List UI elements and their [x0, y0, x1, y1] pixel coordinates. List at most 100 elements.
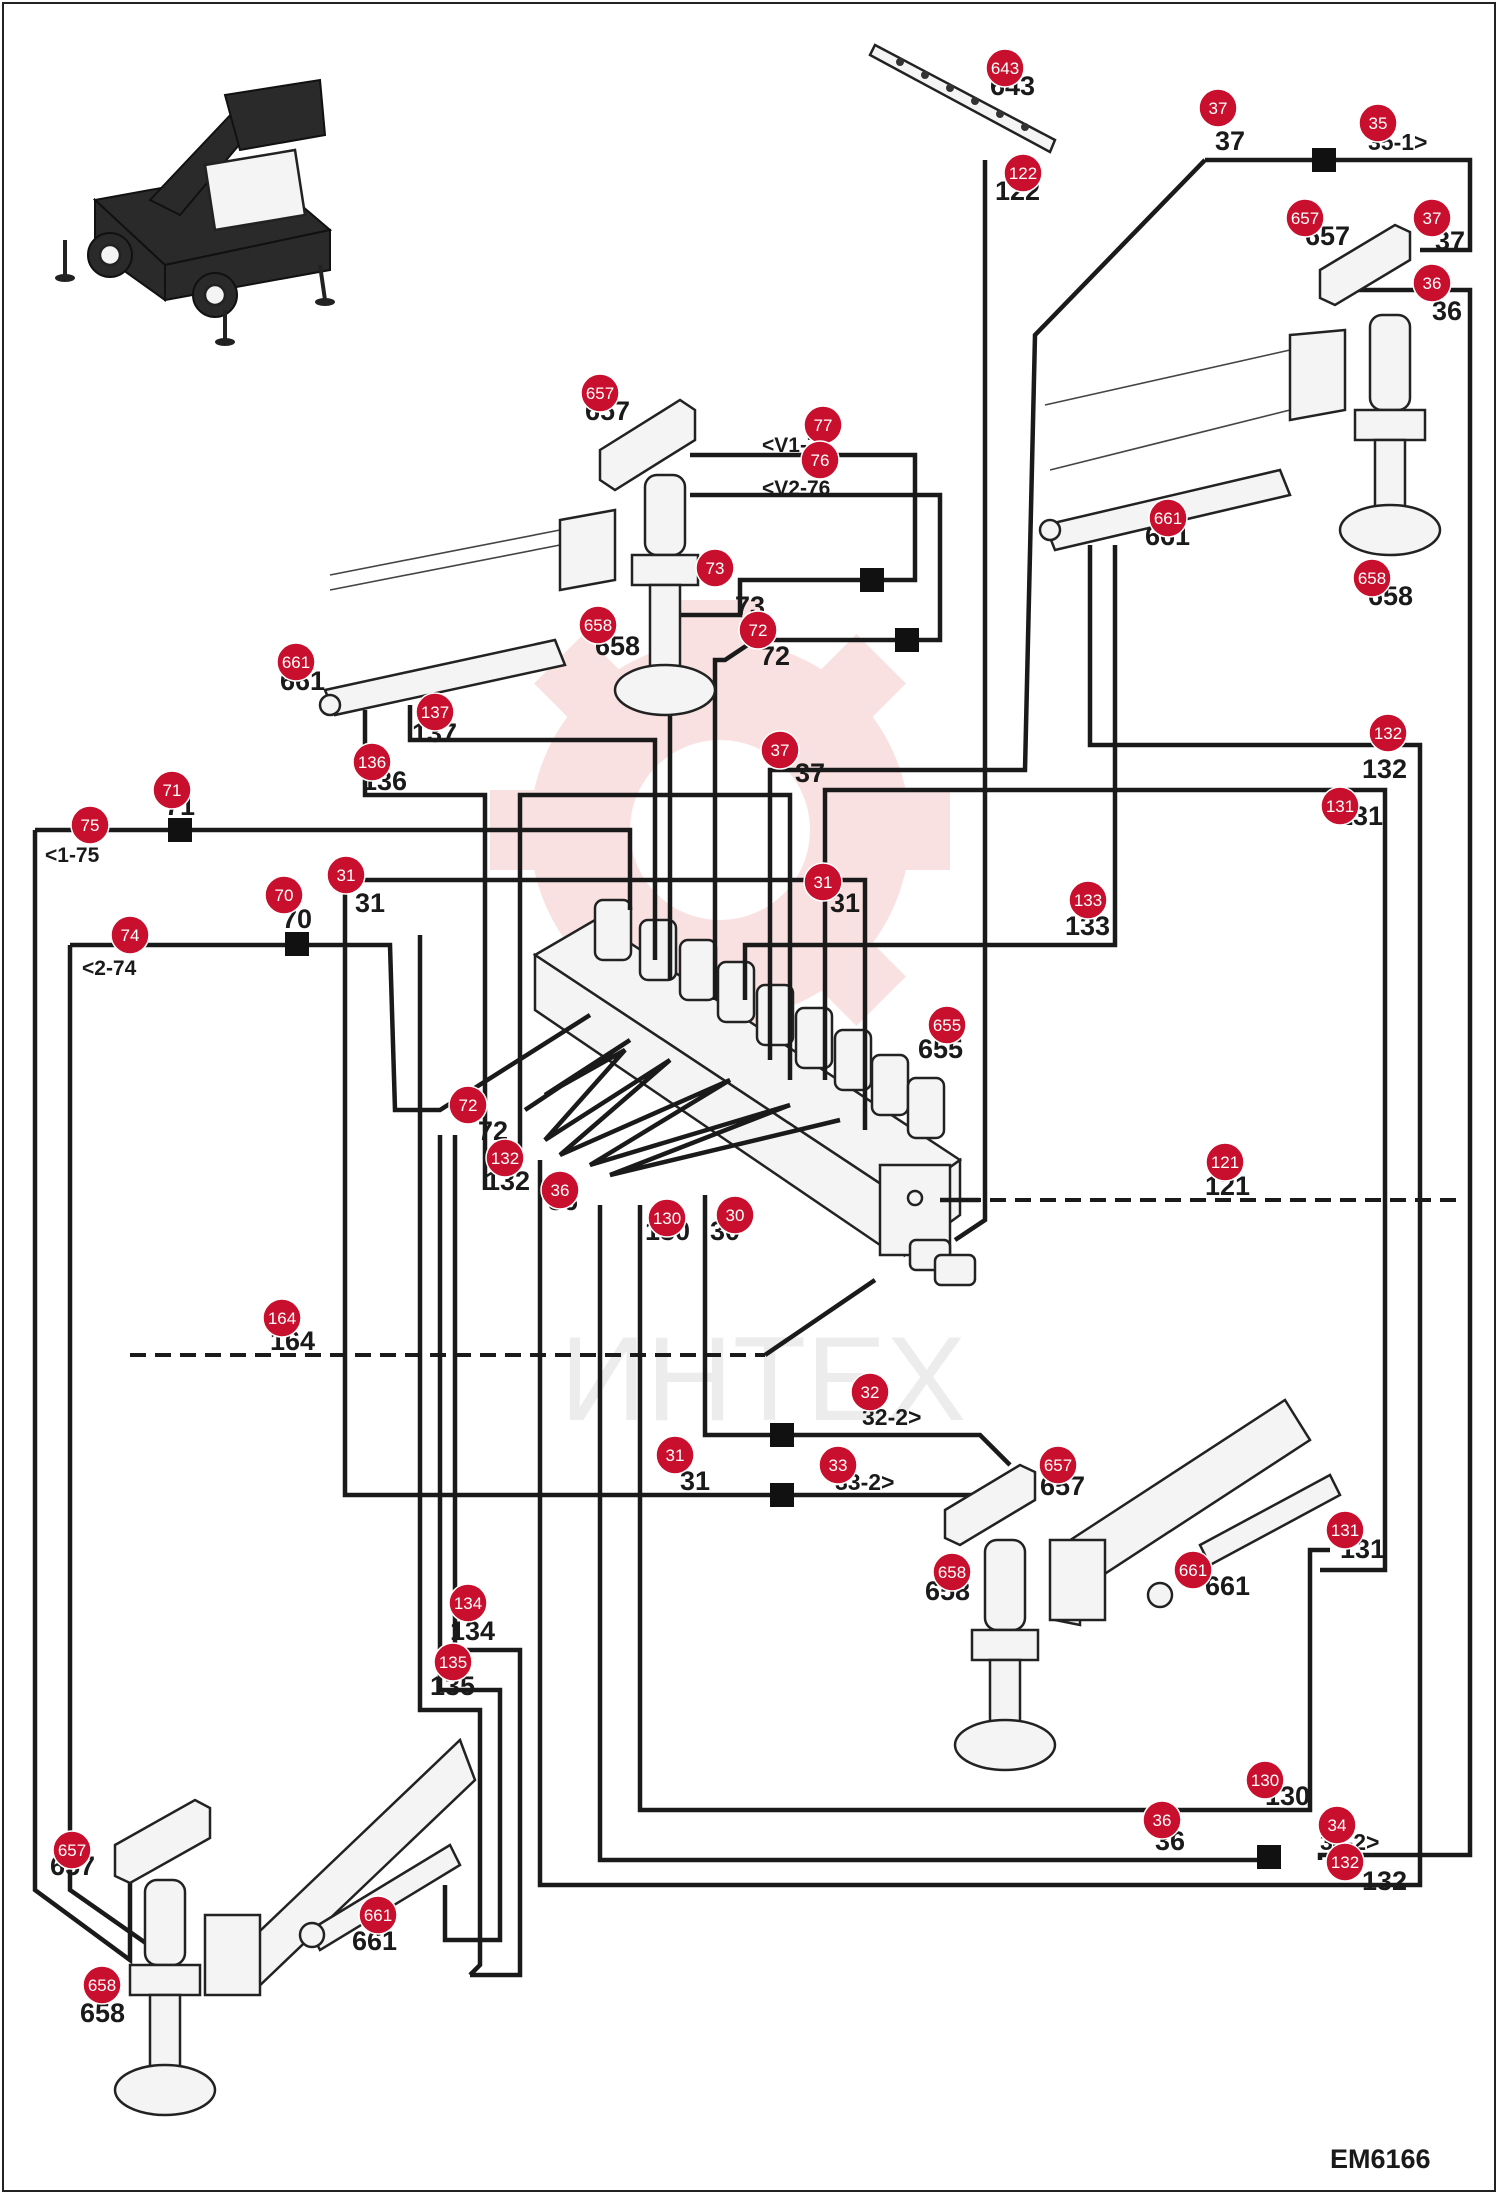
callout-658d[interactable]: 658 — [82, 1965, 122, 2005]
callout-658a[interactable]: 658 — [578, 605, 618, 645]
callout-36c[interactable]: 36 — [1142, 1800, 1182, 1840]
svg-text:661: 661 — [1179, 1561, 1207, 1580]
callout-31c[interactable]: 31 — [655, 1435, 695, 1475]
callout-658b[interactable]: 658 — [1352, 558, 1392, 598]
callout-661b[interactable]: 661 — [276, 642, 316, 682]
check-valve-657-right — [1318, 223, 1412, 307]
svg-text:137: 137 — [421, 703, 449, 722]
hose-75 — [32, 830, 133, 1965]
callout-30[interactable]: 30 — [715, 1195, 755, 1235]
callout-657a[interactable]: 657 — [1285, 198, 1325, 238]
callout-31a[interactable]: 31 — [326, 855, 366, 895]
callout-37b[interactable]: 37 — [1412, 198, 1452, 238]
hose-134b — [452, 1135, 523, 1978]
hose-134 — [437, 1135, 503, 1943]
callout-130a[interactable]: 130 — [647, 1198, 687, 1238]
svg-text:30: 30 — [726, 1206, 745, 1225]
svg-text:36: 36 — [1423, 274, 1442, 293]
callout-37c[interactable]: 37 — [760, 730, 800, 770]
drawing-code: EM6166 — [1330, 2144, 1431, 2174]
svg-text:36: 36 — [551, 1181, 570, 1200]
label-37a: 37 — [1215, 126, 1245, 156]
callout-130b[interactable]: 130 — [1245, 1760, 1285, 1800]
hose-71 — [35, 827, 633, 910]
callout-661c[interactable]: 661 — [1173, 1550, 1213, 1590]
svg-text:32: 32 — [861, 1383, 880, 1402]
outrigger-legs-658 — [113, 313, 1442, 2117]
svg-text:130: 130 — [653, 1209, 681, 1228]
svg-text:657: 657 — [1291, 209, 1319, 228]
label-76: <V2-76 — [762, 477, 830, 500]
callout-661a[interactable]: 661 — [1148, 498, 1188, 538]
svg-text:73: 73 — [706, 559, 725, 578]
hose-130 — [637, 1205, 1330, 1813]
callout-73[interactable]: 73 — [695, 548, 735, 588]
svg-text:37: 37 — [1423, 209, 1442, 228]
callout-131a[interactable]: 131 — [1320, 786, 1360, 826]
callout-131b[interactable]: 131 — [1325, 1510, 1365, 1550]
hose-164 — [763, 1278, 877, 1357]
svg-text:36: 36 — [1153, 1811, 1172, 1830]
callout-72a[interactable]: 72 — [738, 610, 778, 650]
hose-72 — [712, 637, 905, 1000]
svg-text:76: 76 — [811, 451, 830, 470]
callout-136[interactable]: 136 — [352, 742, 392, 782]
svg-text:658: 658 — [88, 1976, 116, 1995]
svg-text:31: 31 — [814, 873, 833, 892]
callout-132c[interactable]: 132 — [1325, 1842, 1365, 1882]
callout-135[interactable]: 135 — [433, 1642, 473, 1682]
callout-77[interactable]: 77 — [803, 405, 843, 445]
callout-36a[interactable]: 36 — [1412, 263, 1452, 303]
callout-655[interactable]: 655 — [927, 1005, 967, 1045]
callout-132a[interactable]: 132 — [1368, 713, 1408, 753]
callout-33[interactable]: 33 — [818, 1445, 858, 1485]
svg-text:661: 661 — [364, 1906, 392, 1925]
svg-text:77: 77 — [814, 416, 833, 435]
svg-text:135: 135 — [439, 1653, 467, 1672]
svg-text:31: 31 — [337, 866, 356, 885]
valve-spools — [593, 898, 946, 1140]
callout-74[interactable]: 74 — [110, 915, 150, 955]
fitting-35 — [1312, 148, 1336, 172]
callout-32[interactable]: 32 — [850, 1372, 890, 1412]
hose-35 — [1205, 157, 1473, 253]
callout-164[interactable]: 164 — [262, 1298, 302, 1338]
outrigger-leg-bottom-right — [953, 1538, 1057, 1772]
callout-34[interactable]: 34 — [1317, 1805, 1357, 1845]
check-valves-657 — [113, 223, 1412, 1885]
callout-657c[interactable]: 657 — [1038, 1445, 1078, 1485]
callout-37a[interactable]: 37 — [1198, 88, 1238, 128]
callout-72b[interactable]: 72 — [448, 1085, 488, 1125]
callout-76[interactable]: 76 — [800, 440, 840, 480]
callout-137[interactable]: 137 — [415, 692, 455, 732]
svg-text:136: 136 — [358, 753, 386, 772]
callout-661d[interactable]: 661 — [358, 1895, 398, 1935]
svg-text:131: 131 — [1326, 797, 1354, 816]
callout-31b[interactable]: 31 — [803, 862, 843, 902]
callout-657b[interactable]: 657 — [580, 373, 620, 413]
fitting-76 — [895, 628, 919, 652]
fitting-32 — [770, 1423, 794, 1447]
callout-132b[interactable]: 132 — [485, 1138, 525, 1178]
svg-text:164: 164 — [268, 1309, 296, 1328]
callout-35[interactable]: 35 — [1358, 103, 1398, 143]
callout-658c[interactable]: 658 — [932, 1552, 972, 1592]
label-31a: 31 — [355, 888, 385, 918]
hose-32 — [702, 1195, 1012, 1467]
callout-36b[interactable]: 36 — [540, 1170, 580, 1210]
callout-122[interactable]: 122 — [1003, 153, 1043, 193]
callout-134[interactable]: 134 — [448, 1583, 488, 1623]
callout-70[interactable]: 70 — [264, 875, 304, 915]
callout-75[interactable]: 75 — [70, 805, 110, 845]
svg-text:71: 71 — [163, 781, 182, 800]
callout-657d[interactable]: 657 — [52, 1830, 92, 1870]
hose-73 — [667, 577, 865, 980]
callout-121[interactable]: 121 — [1205, 1142, 1245, 1182]
hose-132 — [537, 545, 1423, 1888]
callout-643[interactable]: 643 — [985, 48, 1025, 88]
hose-70 — [70, 942, 592, 1113]
callout-133[interactable]: 133 — [1068, 880, 1108, 920]
callout-71[interactable]: 71 — [152, 770, 192, 810]
svg-text:658: 658 — [1358, 569, 1386, 588]
